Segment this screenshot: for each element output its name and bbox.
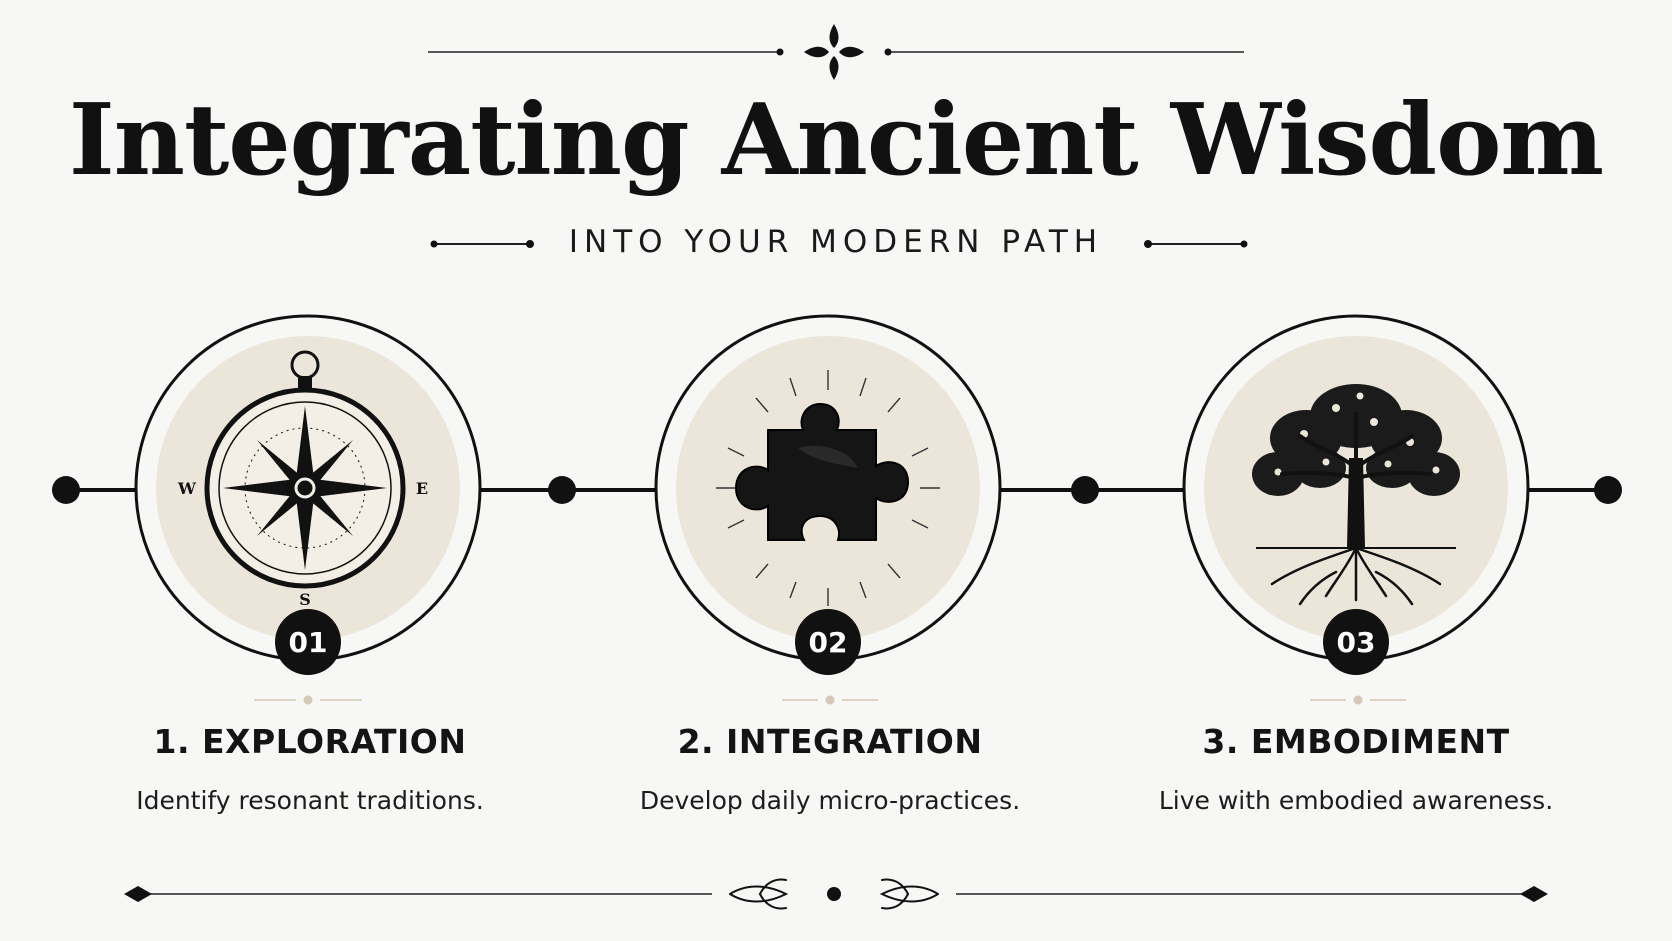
step-3-medallion: 03 xyxy=(1182,314,1530,675)
step-2-medallion: 02 xyxy=(654,314,1002,675)
page-subtitle: INTO YOUR MODERN PATH xyxy=(568,224,1104,260)
step-number: 01 xyxy=(289,626,328,659)
step-number-badge xyxy=(1323,609,1389,675)
step-3-description: Live with embodied awareness. xyxy=(1158,786,1554,815)
timeline-node xyxy=(1594,476,1622,504)
timeline-node xyxy=(548,476,576,504)
step-number-badge xyxy=(795,609,861,675)
step-2-heading: 2. INTEGRATION xyxy=(677,722,983,761)
step-1-description: Identify resonant traditions. xyxy=(136,786,484,815)
compass-west-label: W xyxy=(177,479,197,498)
tree-icon xyxy=(1252,384,1460,606)
compass-east-label: E xyxy=(416,479,428,498)
step-3-heading: 3. EMBODIMENT xyxy=(1202,722,1510,761)
subtitle-ornament xyxy=(430,240,1248,248)
step-2-description: Develop daily micro-practices. xyxy=(639,786,1021,815)
timeline-node xyxy=(52,476,80,504)
compass-south-label: S xyxy=(299,590,311,609)
step-dividers xyxy=(254,695,1406,705)
timeline-node xyxy=(1071,476,1099,504)
top-ornament xyxy=(428,24,1244,80)
puzzle-piece-icon xyxy=(716,370,940,606)
page-title: Integrating Ancient Wisdom xyxy=(68,83,1604,198)
step-number-badge xyxy=(275,609,341,675)
step-1-heading: 1. EXPLORATION xyxy=(153,722,467,761)
compass-icon: W E S xyxy=(177,350,428,609)
step-number: 02 xyxy=(809,626,848,659)
step-1-medallion: W E S 01 xyxy=(134,314,482,675)
step-number: 03 xyxy=(1337,626,1376,659)
bottom-ornament xyxy=(124,878,1548,910)
